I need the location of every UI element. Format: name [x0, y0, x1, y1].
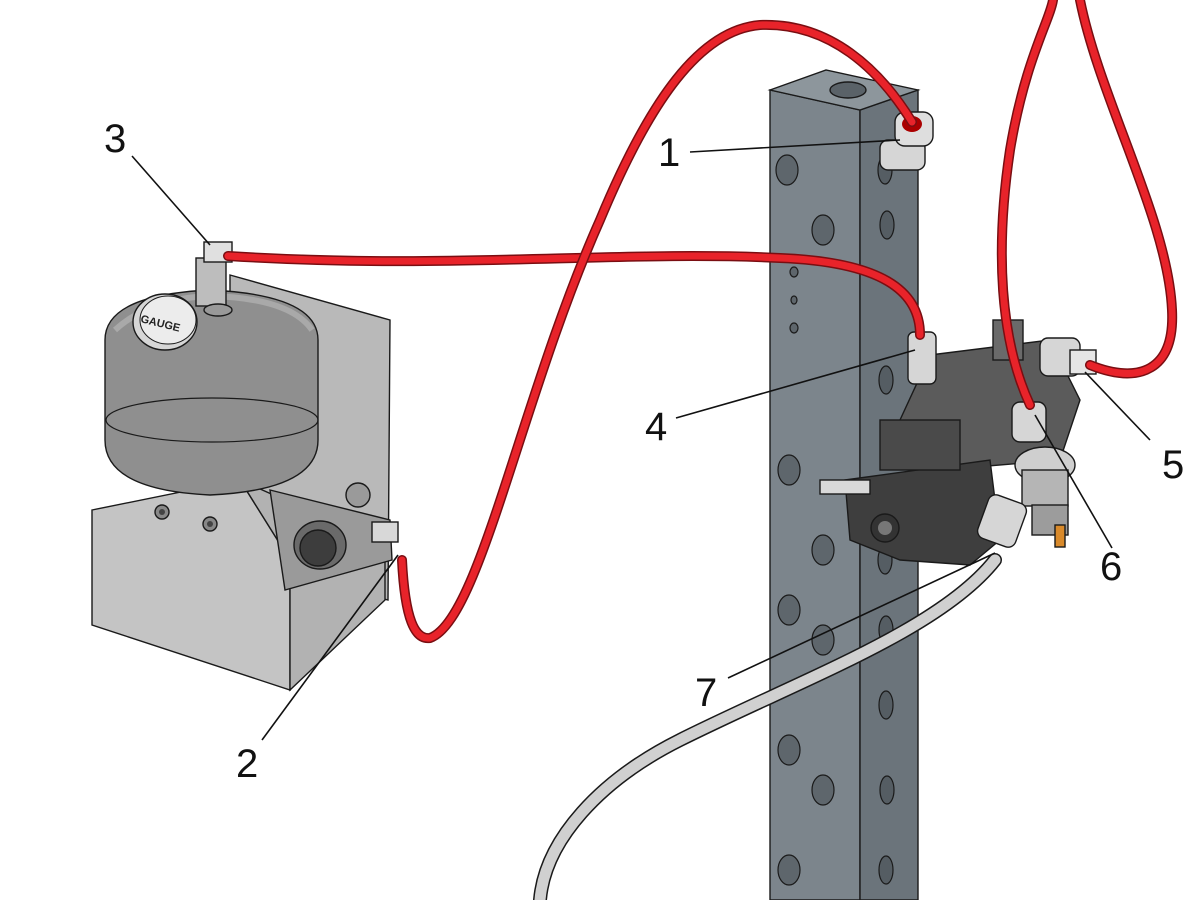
leader-lines [131, 139, 1151, 741]
pressure-switch [1014, 446, 1076, 548]
solenoid-coil [879, 419, 961, 471]
callout-4: 4 [645, 405, 667, 449]
hoses [223, 0, 1178, 900]
bracket-screw [207, 521, 213, 527]
leader-7 [727, 552, 996, 679]
wire-clip [819, 479, 871, 495]
elbow-fitting-5 [1039, 337, 1097, 377]
callout-7: 7 [695, 671, 717, 715]
regulator-knob [299, 529, 337, 567]
leader-1 [689, 139, 901, 153]
callout-5: 5 [1162, 443, 1184, 487]
leader-3 [131, 155, 211, 246]
column-top-hole [829, 81, 867, 99]
callout-2: 2 [236, 742, 258, 786]
tank-assembly: GAUGE [91, 241, 399, 692]
callout-1: 1 [658, 131, 680, 175]
callout-6: 6 [1100, 545, 1122, 589]
elbow-fitting-7 [976, 494, 1028, 548]
leader-2 [261, 554, 399, 741]
gauge: GAUGE [132, 293, 198, 351]
bracket-screw [159, 509, 165, 515]
regulator [269, 482, 399, 591]
elbow-fitting-1 [879, 111, 934, 171]
leader-4 [675, 349, 916, 419]
elbow-fitting-4 [907, 331, 937, 385]
tank-seam [105, 397, 319, 443]
callout-3: 3 [104, 117, 126, 161]
leader-6 [1034, 414, 1113, 549]
valve-manifold [819, 319, 1097, 566]
column-holes-front [775, 154, 835, 886]
callouts: 1 2 3 4 5 6 7 [104, 117, 1184, 786]
leader-5 [1084, 371, 1151, 441]
